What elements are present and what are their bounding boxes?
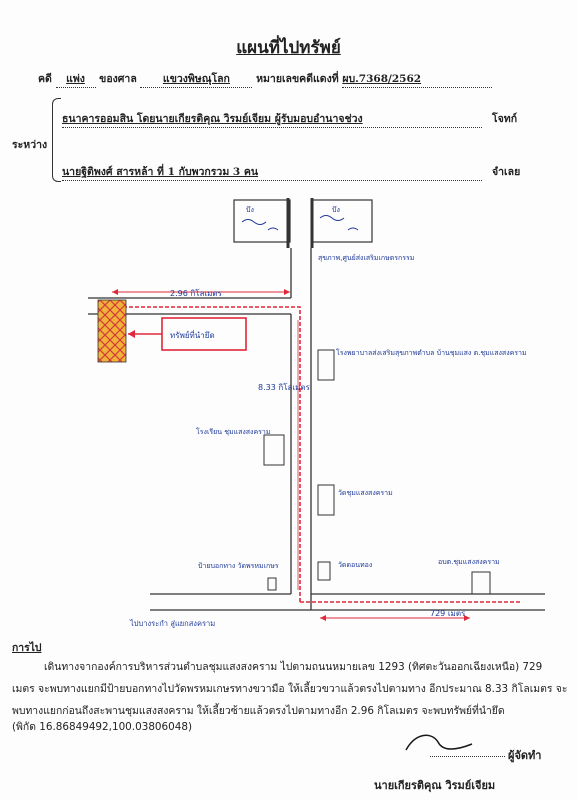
signature-mark <box>405 734 473 751</box>
water-right <box>311 199 373 243</box>
landmark-1-box <box>317 349 335 381</box>
top-label: สุขภาพ,ศูนย์ส่งเสริมเกษตรกรรม <box>318 254 414 262</box>
plaintiff-name: ธนาคารออมสิน โดยนายเกียรติคุณ วิรมย์เจีย… <box>62 113 363 125</box>
water-left <box>233 199 291 243</box>
court-label: ของศาล <box>99 73 137 85</box>
landmark-4: วัดดอนทอง <box>338 561 372 569</box>
plaintiff-row: ธนาคารออมสิน โดยนายเกียรติคุณ วิรมย์เจีย… <box>62 110 482 128</box>
property-parcel <box>97 299 127 363</box>
distance-top: 2.96 กิโลเมตร <box>170 288 223 298</box>
directions-heading: การไป <box>12 642 42 654</box>
case-no-label: หมายเลขคดีแดงที่ <box>256 73 339 85</box>
water-label-left: บึง <box>246 205 254 214</box>
landmark-4-box <box>317 561 331 581</box>
case-number: ผบ.7368/2562 <box>342 73 422 85</box>
landmark-3: วัดชุมแสงสงคราม <box>338 489 393 497</box>
case-row: คดี แพ่ง ของศาล แขวงพิษณุโลก หมายเลขคดีแ… <box>38 70 493 88</box>
court-name: แขวงพิษณุโลก <box>162 73 230 85</box>
water-label-right: บึง <box>332 205 340 214</box>
landmark-2-box <box>263 434 285 466</box>
case-label: คดี <box>38 73 52 85</box>
defendant-role: จำเลย <box>492 166 521 178</box>
landmark-6-box <box>471 571 491 595</box>
directions-line-1: เดินทางจากองค์การบริหารส่วนตำบลชุมแสงสงค… <box>44 661 543 673</box>
directions-line-3: พบทางแยกก่อนถึงสะพานชุมแสงสงคราม ให้เลี้… <box>12 705 505 717</box>
directions-coords: (พิกัด 16.86849492,100.03806048) <box>12 721 193 733</box>
plaintiff-role: โจทก์ <box>492 113 518 125</box>
brace <box>52 98 61 182</box>
signature-name: นายเกียรติคุณ วิรมย์เจียม <box>374 779 496 792</box>
map-drawing: บึง บึง 2.96 กิโลเมตร 729 เมตร 8.33 กิโล… <box>88 198 545 628</box>
property-label: ทรัพย์ที่นำยึด <box>170 329 215 340</box>
start-label: ไปบางระกำ สู่แยกสงคราม <box>129 619 215 628</box>
landmark-5-sign <box>267 577 277 591</box>
landmark-6: อบต.ชุมแสงสงคราม <box>438 558 500 566</box>
landmark-2: โรงเรียน ชุมแสงสงคราม <box>196 427 270 436</box>
document-title: แผนที่ไปทรัพย์ <box>236 38 341 58</box>
between-label: ระหว่าง <box>12 139 48 151</box>
case-type: แพ่ง <box>66 73 85 85</box>
defendant-name: นายฐิติพงศ์ สารหล้า ที่ 1 กับพวกรวม 3 คน <box>62 166 259 178</box>
defendant-row: นายฐิติพงศ์ สารหล้า ที่ 1 กับพวกรวม 3 คน <box>62 163 482 181</box>
signature-line <box>430 756 505 757</box>
signature-role: ผู้จัดทำ <box>508 749 542 762</box>
distance-bottom: 729 เมตร <box>430 609 466 618</box>
distance-vertical: 8.33 กิโลเมตร <box>258 382 311 392</box>
landmark-1: โรงพยาบาลส่งเสริมสุขภาพตำบล บ้านชุมแสง ต… <box>336 348 527 357</box>
directions-line-2: เมตร จะพบทางแยกมีป้ายบอกทางไปวัดพรหมเกษร… <box>12 683 568 695</box>
landmark-5: ป้ายบอกทาง วัดพรหมเกษร <box>198 562 279 570</box>
landmark-3-box <box>317 484 335 516</box>
